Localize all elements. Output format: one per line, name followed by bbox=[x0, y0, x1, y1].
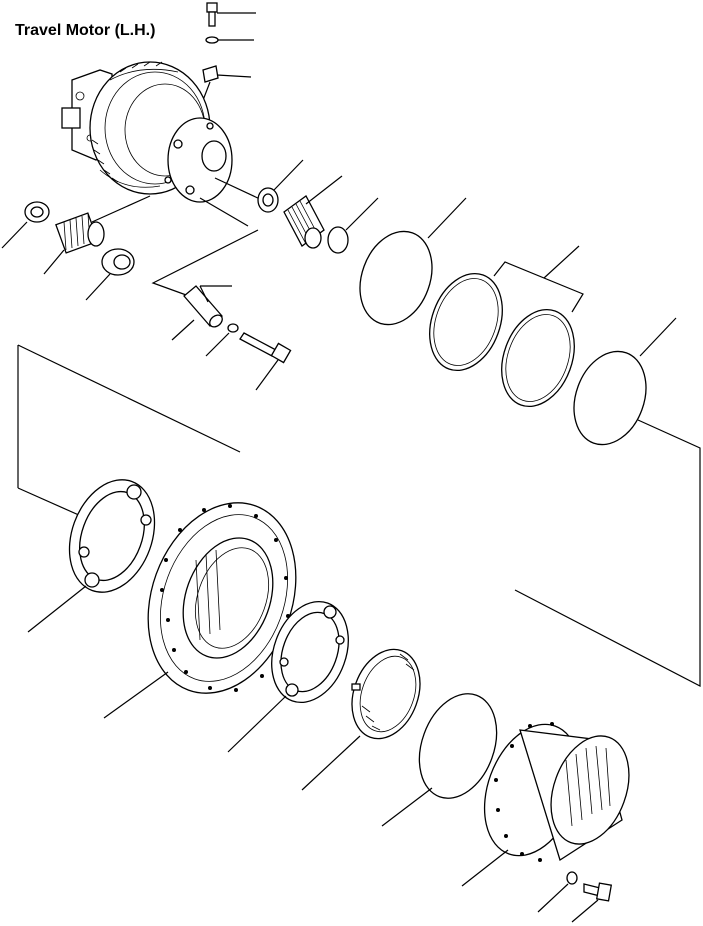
o-ring-lower bbox=[381, 693, 498, 827]
bearing-left-small bbox=[85, 248, 135, 301]
bolt-mid bbox=[239, 332, 292, 391]
dowel-pin bbox=[171, 285, 232, 341]
bearing-left bbox=[1, 201, 50, 249]
sprocket-drum bbox=[461, 722, 630, 887]
washer-small bbox=[205, 323, 239, 357]
floating-seal bbox=[301, 648, 421, 791]
bearing-race-mid bbox=[227, 600, 349, 753]
o-ring-2 bbox=[573, 317, 677, 446]
washer-lower bbox=[537, 871, 578, 913]
snap-ring-small bbox=[327, 197, 379, 254]
diagram-title: Travel Motor (L.H.) bbox=[15, 22, 156, 39]
bolt-top bbox=[206, 2, 256, 27]
bearing-center bbox=[257, 159, 304, 213]
gear-left bbox=[43, 195, 151, 275]
hub-flange bbox=[103, 502, 297, 719]
washer-top bbox=[205, 36, 254, 44]
o-ring-1 bbox=[359, 197, 467, 326]
seal-ring-2 bbox=[501, 308, 575, 408]
seal-ring-1 bbox=[429, 272, 503, 372]
roller-gear bbox=[283, 175, 343, 249]
bearing-race-lower bbox=[27, 479, 156, 633]
bolt-lower bbox=[571, 882, 613, 923]
clip-top bbox=[199, 65, 252, 109]
travel-motor-assembly bbox=[61, 61, 233, 203]
